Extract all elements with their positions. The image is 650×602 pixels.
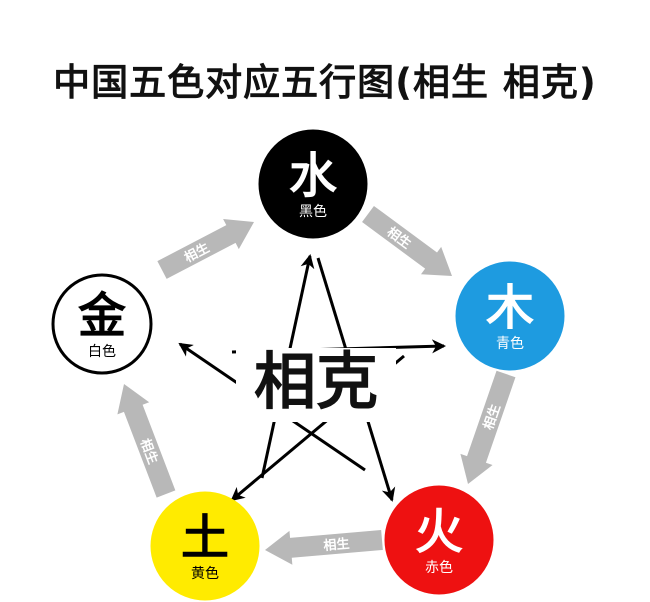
generate-arrow-shape: [264, 530, 383, 565]
element-char: 水: [289, 148, 338, 204]
generate-arrow-earth-metal: 相生: [117, 383, 176, 498]
generate-label: 相生: [137, 436, 161, 466]
element-circle: [150, 491, 260, 601]
element-node-wood: 木青色: [455, 261, 565, 371]
element-node-water: 水黑色: [258, 129, 368, 239]
element-circle: [258, 129, 368, 239]
generate-arrow-water-wood: 相生: [362, 205, 453, 277]
element-char: 火: [415, 504, 463, 560]
element-color-name: 赤色: [425, 559, 453, 576]
generate-arrow-shape: [460, 370, 516, 485]
element-char: 木: [486, 280, 534, 336]
element-color-name: 青色: [496, 335, 524, 352]
generate-arrow-shape: [117, 383, 176, 498]
center-label-layer: 相克: [236, 345, 396, 422]
generate-arrow-shape: [362, 205, 453, 277]
generate-arrow-fire-earth: 相生: [264, 530, 383, 565]
element-color-name: 白色: [88, 343, 116, 360]
generate-arrow-metal-water: 相生: [157, 218, 255, 279]
page-title: 中国五色对应五行图(相生 相克): [53, 61, 597, 104]
element-circle: [455, 261, 565, 371]
generate-arrow-shape: [157, 218, 255, 279]
element-char: 金: [77, 288, 127, 344]
element-circle: [384, 485, 494, 595]
element-char: 土: [181, 510, 229, 566]
element-node-earth: 土黄色: [150, 491, 260, 601]
element-node-metal: 金白色: [51, 273, 153, 375]
generate-label: 相生: [480, 402, 504, 432]
generate-arrow-wood-fire: 相生: [460, 370, 516, 485]
center-label: 相克: [254, 345, 378, 418]
element-node-fire: 火赤色: [384, 485, 494, 595]
element-color-name: 黑色: [299, 203, 327, 220]
element-circle: [51, 273, 153, 375]
element-color-name: 黄色: [191, 565, 219, 582]
generate-label: 相生: [323, 536, 350, 554]
